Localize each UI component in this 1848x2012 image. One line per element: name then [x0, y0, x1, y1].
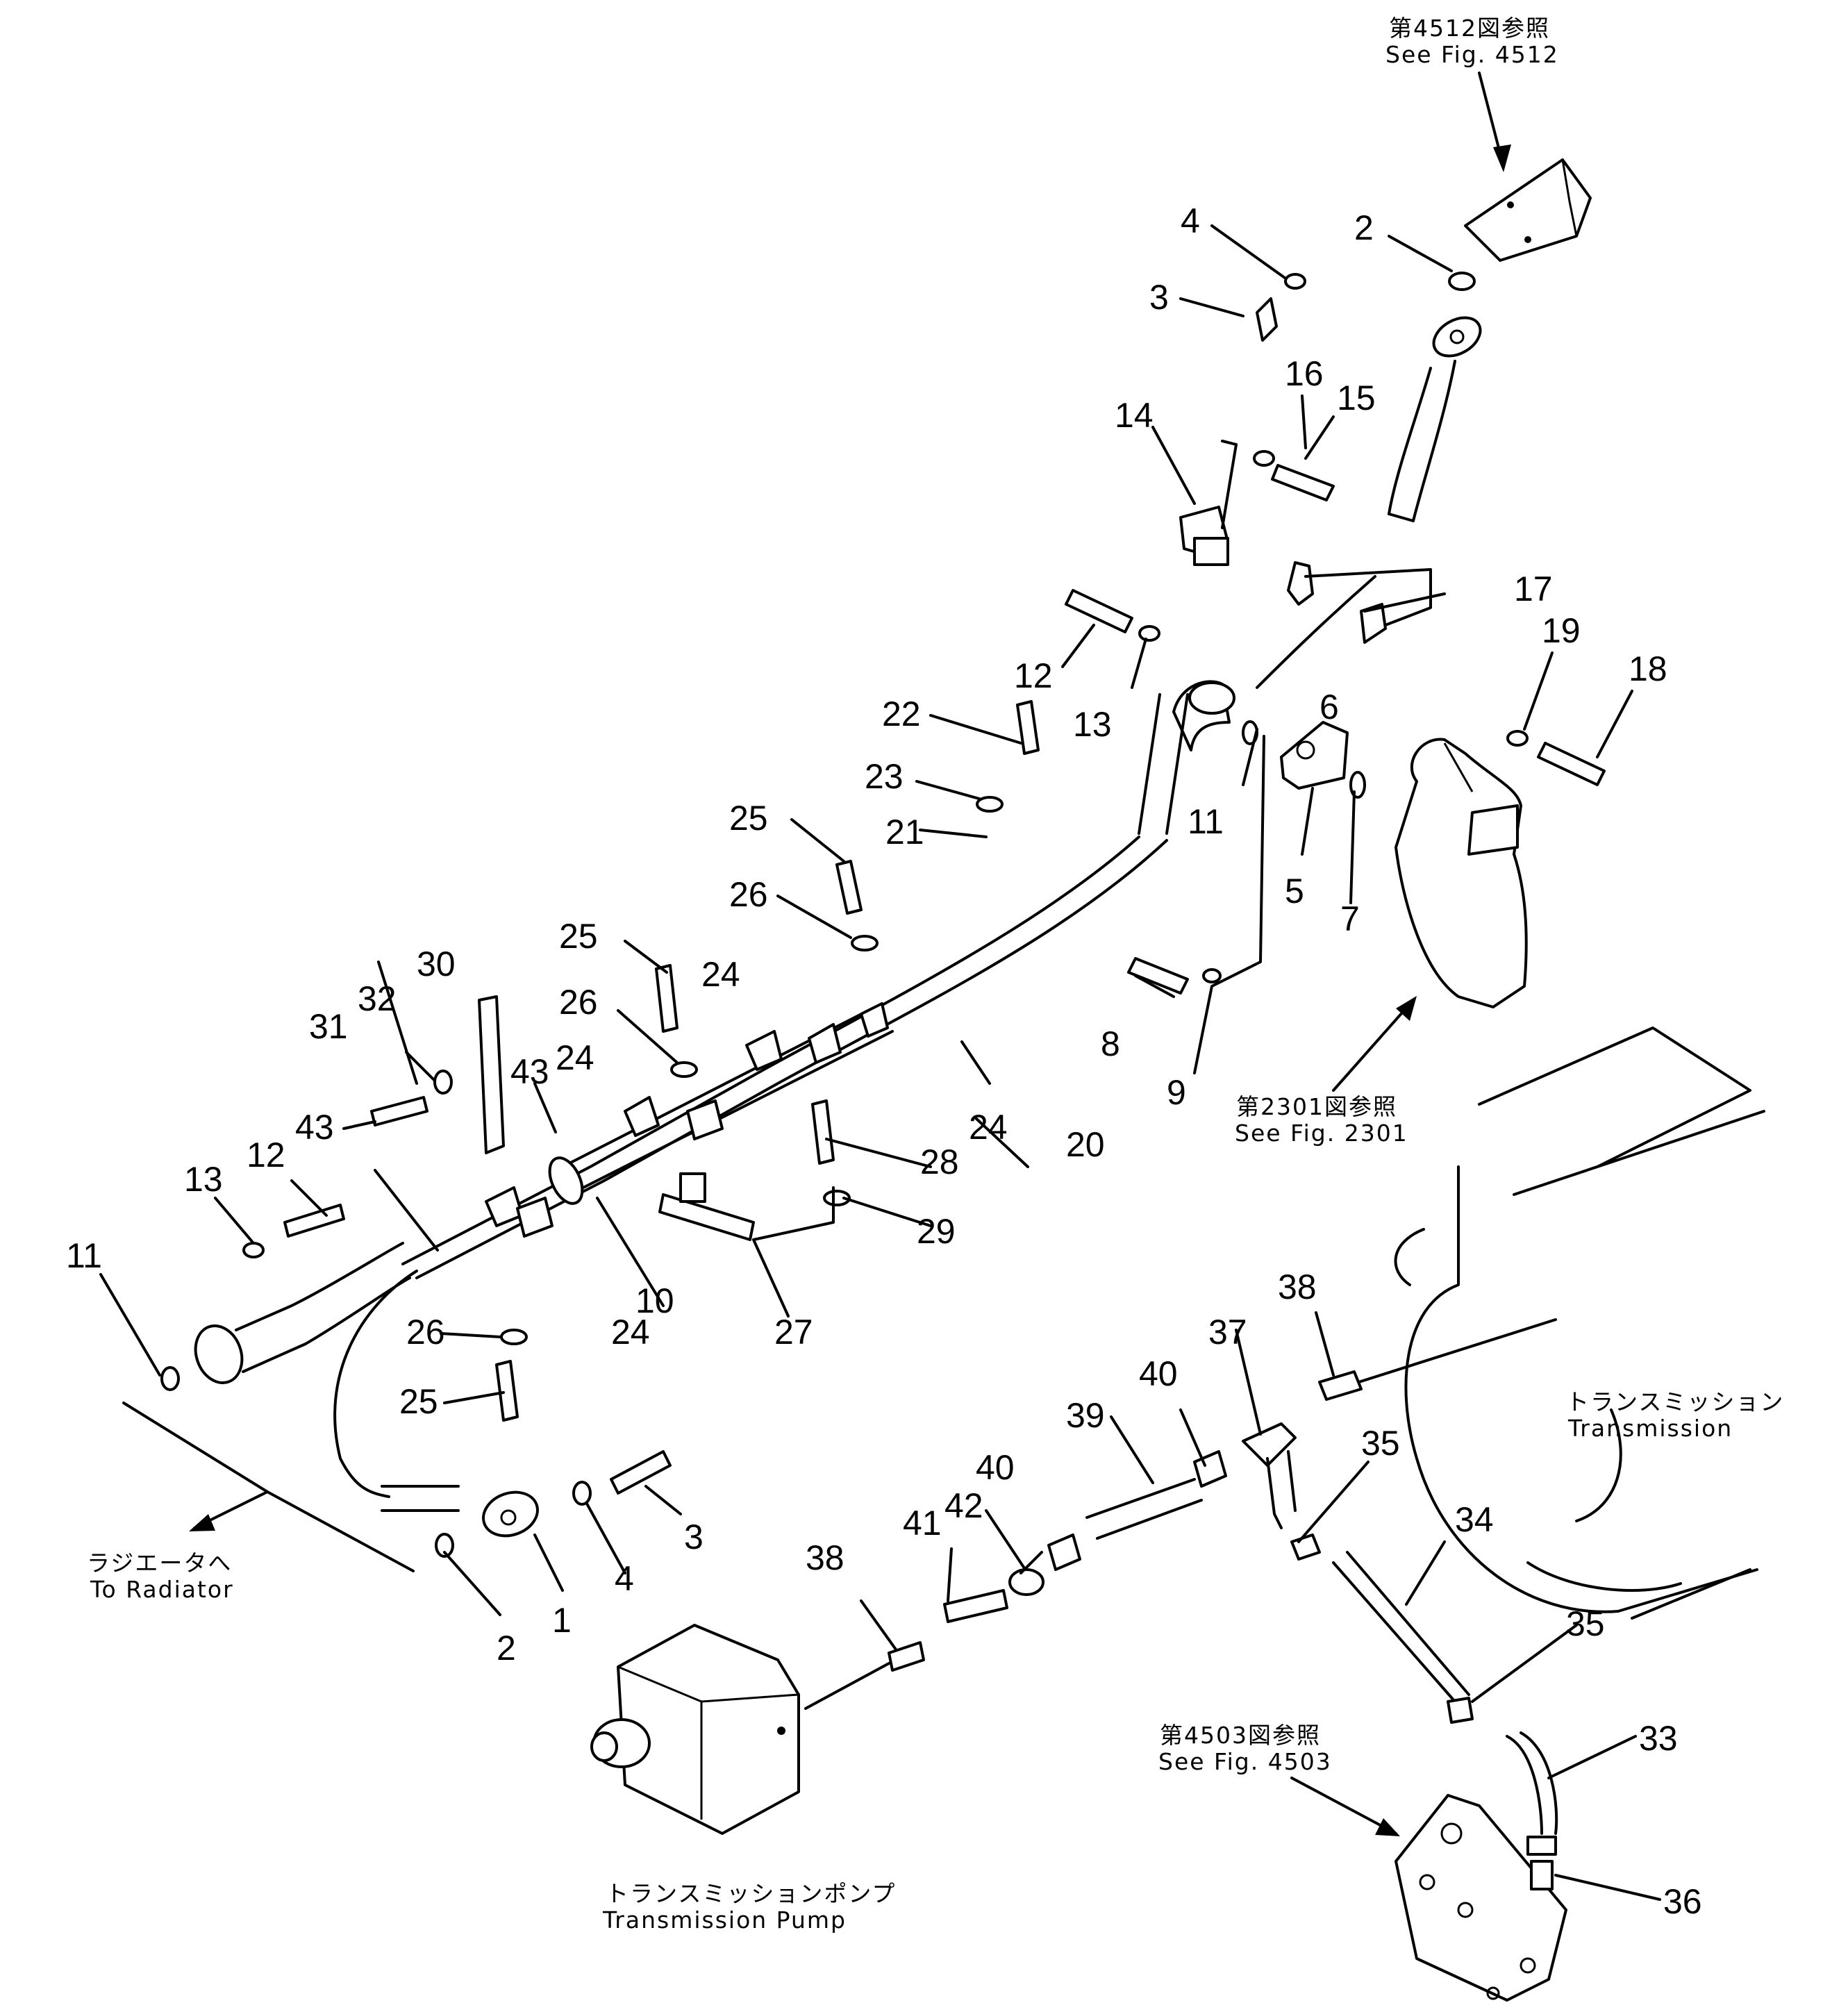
hose-to-block — [1138, 693, 1189, 835]
callout-38a: 38 — [1278, 1267, 1317, 1306]
callout-17: 17 — [1514, 569, 1553, 608]
callout-21: 21 — [885, 813, 924, 851]
callout-25b: 25 — [559, 917, 598, 956]
callout-34: 34 — [1455, 1500, 1494, 1539]
lower-left-hose — [194, 1242, 418, 1498]
fig2301-housing — [1395, 738, 1528, 1008]
clip-17b — [1360, 603, 1387, 644]
dest-radiator-jp: ラジエータへ — [87, 1549, 232, 1577]
fig4512-block — [1464, 158, 1592, 262]
callout-35b: 35 — [1566, 1604, 1605, 1643]
callout-26b: 26 — [559, 983, 598, 1022]
callout-16: 16 — [1285, 354, 1324, 393]
callout-5: 5 — [1285, 872, 1304, 911]
callout-28: 28 — [920, 1142, 959, 1181]
callout-36: 36 — [1663, 1882, 1702, 1921]
callout-9: 9 — [1167, 1073, 1186, 1112]
callout-12a: 12 — [1014, 656, 1053, 695]
bracket-30 — [478, 995, 505, 1154]
callout-42: 42 — [944, 1486, 983, 1525]
callout-24a: 24 — [701, 955, 740, 994]
upper-hose — [1256, 316, 1482, 689]
callout-23: 23 — [865, 757, 904, 796]
leader-17 — [1304, 568, 1432, 626]
ref-fig4503-en: See Fig. 4503 — [1158, 1748, 1332, 1775]
callout-13a: 13 — [1073, 705, 1112, 744]
ref-fig4512-en: See Fig. 4512 — [1385, 41, 1559, 68]
callout-2b: 2 — [497, 1629, 516, 1668]
callout-24c: 24 — [969, 1108, 1008, 1147]
callout-40b: 40 — [976, 1448, 1015, 1487]
callout-14: 14 — [1115, 396, 1154, 435]
callout-26a: 26 — [729, 875, 768, 914]
callout-1: 1 — [552, 1601, 572, 1640]
fig4503-valve — [1395, 1794, 1567, 2002]
callout-22: 22 — [882, 695, 921, 733]
callout-25a: 25 — [729, 799, 768, 838]
ref-fig2301-arrow — [1332, 999, 1415, 1092]
callout-12b: 12 — [247, 1136, 285, 1174]
bolts-washers — [160, 272, 1606, 1558]
callout-24b: 24 — [556, 1038, 594, 1077]
radiator-bracket-line — [122, 1402, 415, 1572]
callout-3b: 3 — [684, 1518, 704, 1556]
callout-30: 30 — [417, 945, 456, 983]
ref-fig2301-jp: 第2301図参照 — [1236, 1093, 1397, 1120]
callout-19: 19 — [1542, 611, 1581, 650]
ref-fig4503-jp: 第4503図参照 — [1160, 1722, 1321, 1749]
callout-24d: 24 — [611, 1313, 650, 1352]
callout-11a: 11 — [1188, 802, 1224, 841]
leader-lines — [99, 224, 1661, 1901]
callout-15: 15 — [1337, 379, 1376, 417]
right-hose-chain — [804, 1318, 1558, 1890]
callout-2: 2 — [1354, 208, 1374, 247]
bracket-27 — [658, 1193, 755, 1241]
hose-curve-main — [401, 835, 1140, 1265]
callout-25c: 25 — [399, 1382, 438, 1421]
dest-radiator-en: To Radiator — [90, 1576, 234, 1603]
callout-29: 29 — [917, 1212, 956, 1251]
callout-41: 41 — [903, 1504, 942, 1543]
callout-11b: 11 — [66, 1236, 102, 1275]
callout-43b: 43 — [295, 1108, 334, 1147]
callout-33: 33 — [1639, 1719, 1678, 1758]
dest-pump-en: Transmission Pump — [602, 1906, 847, 1934]
callout-18: 18 — [1629, 649, 1667, 688]
callout-31: 31 — [309, 1007, 348, 1046]
hose-curve-main2 — [415, 839, 1168, 1279]
callout-32: 32 — [358, 979, 397, 1018]
callout-27: 27 — [774, 1313, 813, 1352]
transmission-housing — [1394, 1026, 1765, 1620]
callout-38b: 38 — [806, 1538, 844, 1577]
callout-39: 39 — [1066, 1396, 1105, 1435]
callout-4: 4 — [1181, 201, 1200, 240]
callout-26c: 26 — [406, 1313, 445, 1352]
callout-37: 37 — [1208, 1313, 1247, 1352]
flange-1 — [381, 1485, 539, 1538]
callout-40a: 40 — [1139, 1354, 1178, 1393]
bracket-27-block — [679, 1172, 706, 1203]
callout-7: 7 — [1340, 899, 1360, 938]
callout-20: 20 — [1066, 1125, 1105, 1164]
ref-fig4503-arrow — [1290, 1777, 1397, 1835]
ref-fig4512-jp: 第4512図参照 — [1389, 15, 1550, 42]
callout-4b: 4 — [615, 1559, 634, 1598]
clamps-24 — [485, 1002, 889, 1238]
callout-3: 3 — [1149, 278, 1169, 317]
dest-transmission-en: Transmission — [1567, 1415, 1733, 1442]
callout-13b: 13 — [184, 1160, 223, 1199]
callout-6: 6 — [1320, 688, 1339, 726]
bracket-14 — [1179, 440, 1238, 566]
callout-numbers: 2 4 3 16 15 14 17 19 18 12 13 6 22 11 23… — [66, 201, 1702, 1921]
callout-10: 10 — [635, 1281, 674, 1320]
ref-fig2301-en: See Fig. 2301 — [1235, 1120, 1408, 1147]
clip-17a — [1287, 561, 1314, 606]
callout-43a: 43 — [510, 1052, 549, 1091]
dest-pump-jp: トランスミッションポンプ — [606, 1880, 896, 1907]
dest-transmission-jp: トランスミッション — [1566, 1388, 1784, 1415]
transmission-pump — [590, 1624, 800, 1835]
callout-35a: 35 — [1361, 1424, 1400, 1463]
callout-8: 8 — [1101, 1024, 1120, 1063]
